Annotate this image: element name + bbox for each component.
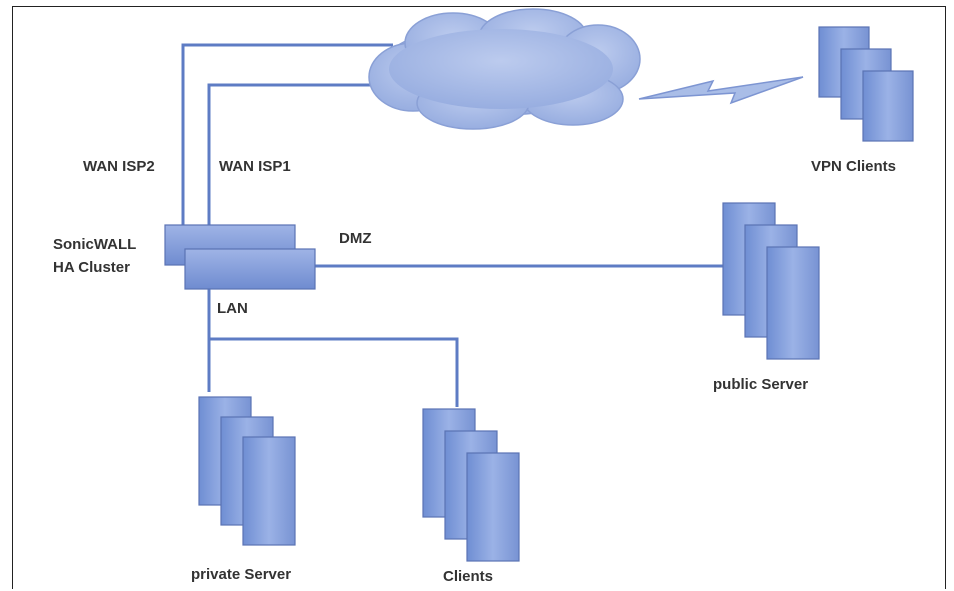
- vpn-link-bolt: [638, 76, 804, 105]
- wan-isp2-label: WAN ISP2: [83, 158, 155, 175]
- clients-label: Clients: [443, 568, 494, 585]
- dmz-label: DMZ: [339, 230, 372, 247]
- network-diagram: WAN ISP2 WAN ISP1 SonicWALL HA Cluster D…: [12, 6, 946, 589]
- vpn-clients-label: VPN Clients: [811, 158, 897, 175]
- clients-stack: [422, 408, 520, 562]
- wan-isp2-link: [181, 43, 393, 229]
- firewall-label-line1: SonicWALL: [53, 236, 137, 253]
- public-server-stack: [722, 202, 820, 360]
- lan-bus: [207, 337, 459, 407]
- vpn-clients-stack: [818, 26, 914, 142]
- private-server-label: private Server: [191, 566, 292, 583]
- lan-label: LAN: [217, 300, 248, 317]
- diagram-canvas: [164, 8, 914, 562]
- connections: [181, 43, 725, 407]
- wan-isp1-link: [207, 83, 393, 229]
- private-server-stack: [198, 396, 296, 546]
- firewall-cluster: [164, 224, 316, 290]
- wan-isp1-label: WAN ISP1: [219, 158, 291, 175]
- public-server-label: public Server: [713, 376, 809, 393]
- firewall-label-line2: HA Cluster: [53, 259, 130, 276]
